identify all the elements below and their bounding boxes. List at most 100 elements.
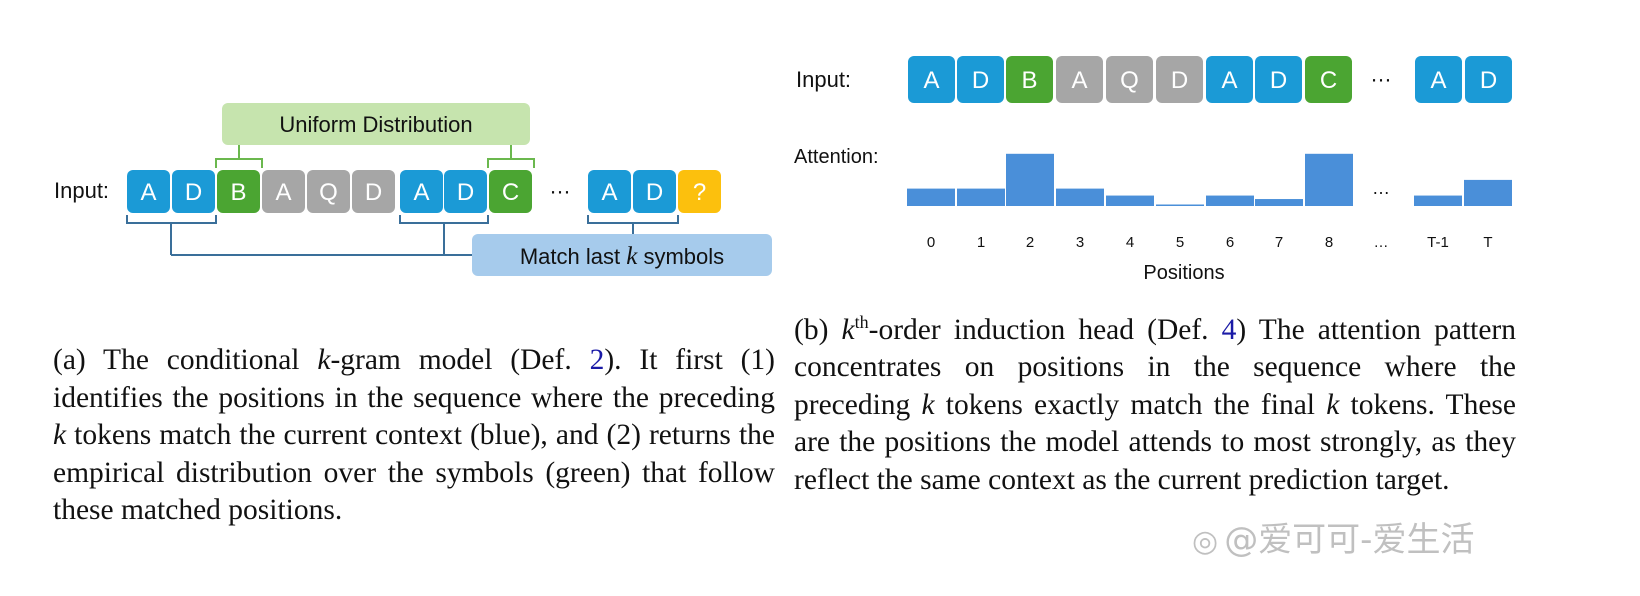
- panel-a-token-box: [217, 170, 260, 213]
- panel-b-token-label: A: [1430, 67, 1446, 94]
- panel-b-token-box: [1106, 56, 1153, 103]
- panel-b-token-label: A: [923, 67, 939, 94]
- panel-a-token-label: C: [502, 179, 519, 206]
- panel-b-token-label: A: [1071, 67, 1087, 94]
- def-2-link[interactable]: 2: [589, 344, 605, 376]
- panel-b-token-box: [957, 56, 1004, 103]
- panel-b-token-label: A: [1221, 67, 1237, 94]
- panel-b-token-label: C: [1320, 67, 1337, 94]
- attention-bar: [907, 188, 955, 206]
- panel-a-token-label: A: [413, 179, 429, 206]
- attention-bar: [1006, 153, 1054, 206]
- attention-bar: [957, 188, 1005, 206]
- panel-a-token-box: [172, 170, 215, 213]
- panel-b-token: A: [1206, 56, 1253, 103]
- panel-a-token-box: [678, 170, 721, 213]
- position-tick-label: 8: [1325, 234, 1333, 251]
- panel-b-token: A: [908, 56, 955, 103]
- panel-a-token: ?: [678, 170, 721, 213]
- panel-b-token-box: [1255, 56, 1302, 103]
- panel-a-token: D: [444, 170, 487, 213]
- panel-a-token: A: [588, 170, 631, 213]
- panel-b-token: Q: [1106, 56, 1153, 103]
- def-4-link[interactable]: 4: [1221, 313, 1237, 346]
- panel-a-token-label: D: [185, 179, 202, 206]
- panel-b-token: A: [1415, 56, 1462, 103]
- panel-a-token: D: [172, 170, 215, 213]
- panel-b-token-box: [1465, 56, 1512, 103]
- panel-a-token-label: D: [646, 179, 663, 206]
- panel-a-token: C: [489, 170, 532, 213]
- panel-b-token-box: [1156, 56, 1203, 103]
- panel-a-token-box: [400, 170, 443, 213]
- attention-ellipsis: …: [1372, 178, 1390, 198]
- attention-bar: [1255, 199, 1303, 206]
- panel-b-token: D: [1255, 56, 1302, 103]
- uniform-connectors: [215, 145, 535, 168]
- caption-a: (a) The conditional k-gram model (Def. 2…: [53, 344, 776, 526]
- attention-bar: [1056, 188, 1104, 206]
- panel-a-token-label: B: [230, 179, 246, 206]
- position-tick-label: 0: [927, 234, 935, 251]
- attention-label: Attention:: [794, 146, 879, 168]
- panel-b-token-box: [1056, 56, 1103, 103]
- attention-bars: …: [907, 153, 1512, 206]
- panel-a-token-box: [262, 170, 305, 213]
- panel-a-token-box: [489, 170, 532, 213]
- uniform-distribution-label: Uniform Distribution: [279, 112, 472, 137]
- panel-a-token-label: Q: [319, 179, 338, 206]
- position-tick-label: …: [1374, 234, 1389, 251]
- position-tick-label: 4: [1126, 234, 1134, 251]
- position-tick-label: T: [1483, 234, 1492, 251]
- attention-bar: [1414, 195, 1462, 206]
- match-brackets: [126, 215, 679, 256]
- watermark: ◎@爱可可-爱生活: [1192, 512, 1474, 561]
- panel-b-ellipsis: …: [1370, 62, 1392, 87]
- position-tick-label: 6: [1226, 234, 1234, 251]
- panel-a-ellipsis: …: [549, 174, 571, 199]
- panel-b-token-label: D: [1171, 67, 1188, 94]
- position-tick-label: 5: [1176, 234, 1184, 251]
- position-tick-label: 7: [1275, 234, 1283, 251]
- panel-b-input-label: Input:: [796, 67, 851, 92]
- panel-a-token-label: D: [457, 179, 474, 206]
- panel-a-token-label: D: [365, 179, 382, 206]
- panel-b-token: D: [1465, 56, 1512, 103]
- positions-axis-label: Positions: [1143, 262, 1224, 284]
- panel-a-token: D: [352, 170, 395, 213]
- attention-bar: [1305, 153, 1353, 206]
- panel-b-token-label: D: [1480, 67, 1497, 94]
- panel-a-token: Q: [307, 170, 350, 213]
- watermark-text: @爱可可-爱生活: [1224, 520, 1475, 560]
- panel-b-token-box: [1415, 56, 1462, 103]
- panel-a-token-box: [633, 170, 676, 213]
- uniform-distribution-box: Uniform Distribution: [222, 103, 530, 145]
- panel-a-token-box: [307, 170, 350, 213]
- panel-b-token: D: [1156, 56, 1203, 103]
- panel-b-token-label: D: [1270, 67, 1287, 94]
- attention-bar: [1464, 179, 1512, 206]
- match-last-k-label: Match last k symbols: [520, 243, 724, 270]
- panel-b-token-box: [1006, 56, 1053, 103]
- weibo-logo-icon: ◎: [1192, 524, 1219, 559]
- panel-a-token-label: A: [601, 179, 617, 206]
- caption-b: (b) kth-order induction head (Def. 4) Th…: [794, 312, 1517, 496]
- panel-a-token-label: A: [275, 179, 291, 206]
- position-tick-label: 2: [1026, 234, 1034, 251]
- panel-a-token: A: [262, 170, 305, 213]
- position-tick-label: T-1: [1427, 234, 1449, 251]
- attention-bar: [1106, 195, 1154, 206]
- match-last-k-box: Match last k symbols: [472, 234, 772, 276]
- panel-a-token: A: [400, 170, 443, 213]
- panel-b-token-label: Q: [1120, 67, 1139, 94]
- panel-b-token-box: [1305, 56, 1352, 103]
- attention-bar: [1156, 204, 1204, 206]
- panel-b-token: D: [957, 56, 1004, 103]
- panel-a-token-box: [588, 170, 631, 213]
- panel-a-token-label: ?: [693, 179, 706, 206]
- panel-a-token: A: [127, 170, 170, 213]
